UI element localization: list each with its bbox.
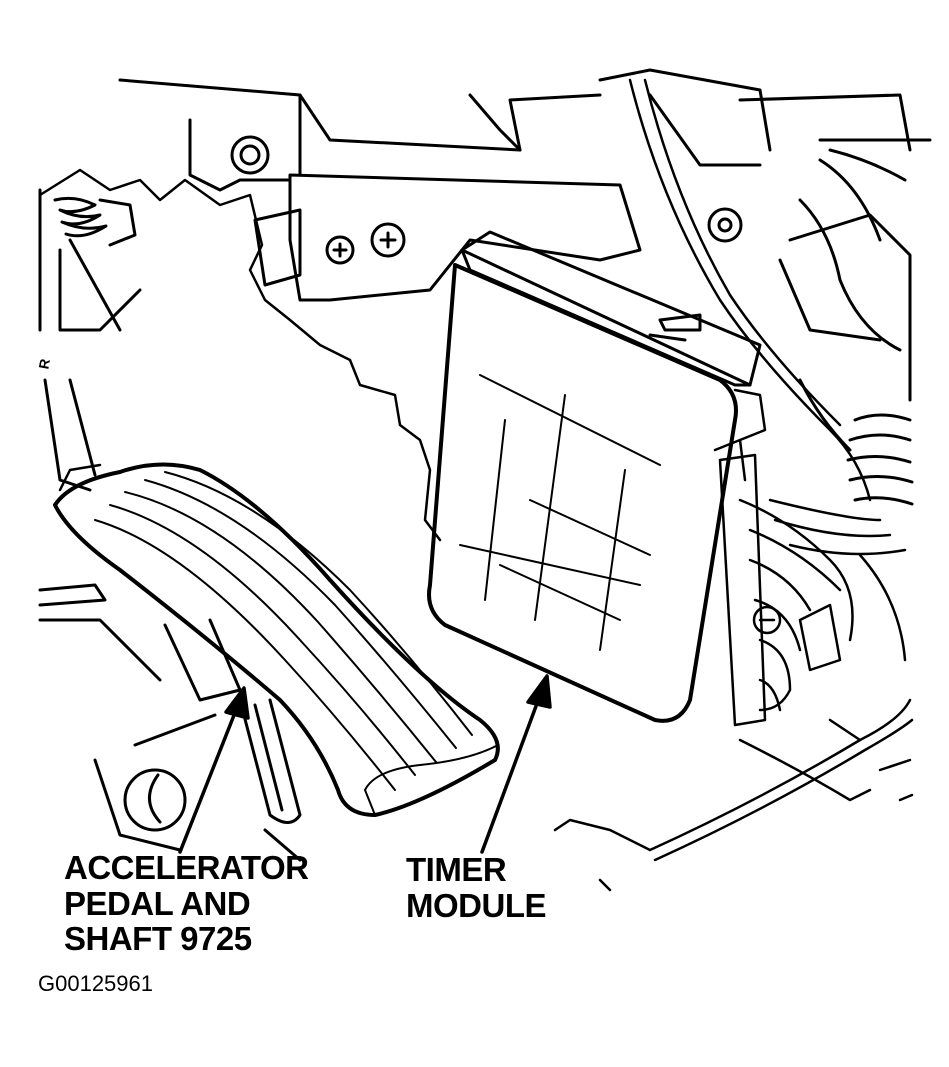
timer-label-line-2: MODULE bbox=[406, 886, 547, 924]
floor-outline bbox=[553, 718, 914, 892]
dash-panel-outline bbox=[118, 68, 932, 192]
timer-leader-arrow bbox=[480, 674, 552, 854]
torn-edge bbox=[38, 168, 442, 542]
pedal-shaft bbox=[38, 583, 302, 862]
bracket-mark: R bbox=[35, 358, 53, 371]
mounting-bracket bbox=[230, 135, 743, 302]
pedal-label-line-3: SHAFT 9725 bbox=[64, 920, 252, 958]
steering-column-and-bundle bbox=[778, 148, 914, 506]
pedal-label-line-1: ACCELERATOR bbox=[64, 849, 309, 886]
pedal-leader-arrow bbox=[178, 686, 250, 854]
connector-and-harness bbox=[713, 388, 907, 727]
figure-code: G00125961 bbox=[38, 971, 153, 996]
cables bbox=[628, 78, 914, 862]
accelerator-pedal-label: ACCELERATOR PEDAL AND SHAFT 9725 bbox=[64, 849, 309, 958]
pedal-spring bbox=[38, 188, 142, 492]
timer-label-line-1: TIMER bbox=[406, 851, 507, 888]
pedal-label-line-2: PEDAL AND bbox=[64, 884, 251, 922]
timer-module-drawing bbox=[427, 230, 762, 723]
timer-module-label: TIMER MODULE bbox=[406, 851, 547, 924]
pedal-ribs bbox=[94, 471, 499, 816]
timer-module-grid bbox=[459, 374, 661, 651]
accelerator-pedal bbox=[53, 462, 500, 817]
